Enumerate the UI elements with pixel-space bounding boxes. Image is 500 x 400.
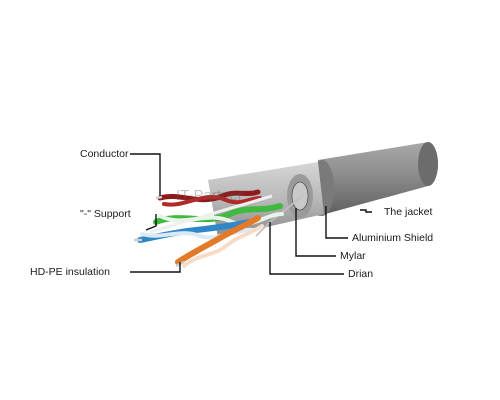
conductor-leader [130, 153, 161, 196]
label-mylar: Mylar [340, 250, 366, 262]
mylar-cut-edge [291, 181, 309, 211]
jacket-leader [360, 209, 372, 213]
label-jacket: The jacket [384, 206, 433, 218]
green-pair [153, 203, 284, 227]
jacket-end-cap [418, 142, 438, 186]
cable-jacket [318, 142, 438, 216]
hdpe-support-separator [149, 194, 273, 234]
support-leader [145, 214, 157, 231]
insulation-leader [130, 262, 181, 273]
label-support: "-" Support [80, 208, 131, 220]
red-pair [155, 189, 262, 207]
watermark: IT-Partner [176, 187, 243, 204]
label-conductor: Conductor [80, 148, 129, 160]
drain-leader [269, 222, 344, 275]
label-drain: Drian [348, 268, 374, 280]
shield-leader [325, 206, 348, 239]
label-insulation: HD-PE insulation [30, 266, 110, 278]
label-shield: Aluminium Shield [352, 232, 434, 244]
leader-lines [130, 153, 372, 275]
mylar-leader [295, 208, 336, 257]
